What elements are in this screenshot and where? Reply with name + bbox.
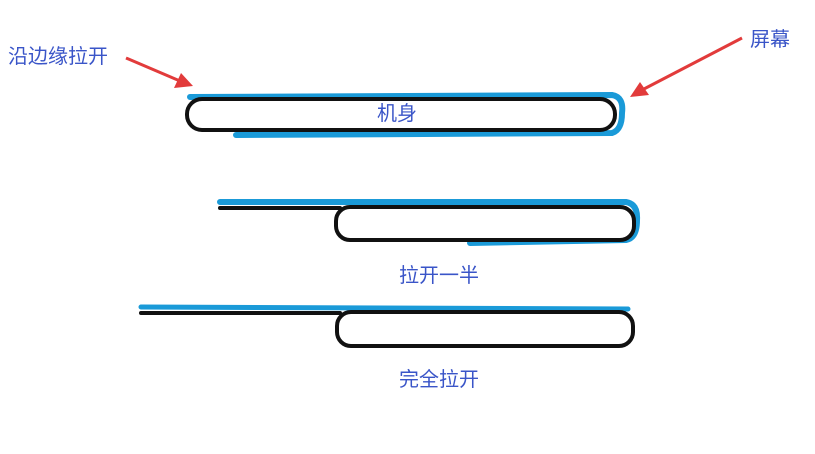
arrow-edge-pull [125,56,193,88]
screen-full [138,304,631,312]
arrow-edge-pull-head [174,73,193,88]
label-half-open: 拉开一半 [399,263,479,287]
label-full-open: 完全拉开 [399,367,479,391]
body-closed [185,97,617,132]
arrow-screen-head [630,82,649,97]
stage-full-open [138,304,635,348]
body-full [335,310,635,348]
label-edge-pull: 沿边缘拉开 [8,44,108,68]
arrow-screen [630,36,743,97]
stage-closed [185,92,626,138]
screen-closed [187,92,626,138]
stage-half-open [217,199,641,246]
label-body: 机身 [377,101,417,125]
body-half [334,205,636,242]
label-screen: 屏幕 [750,27,790,51]
